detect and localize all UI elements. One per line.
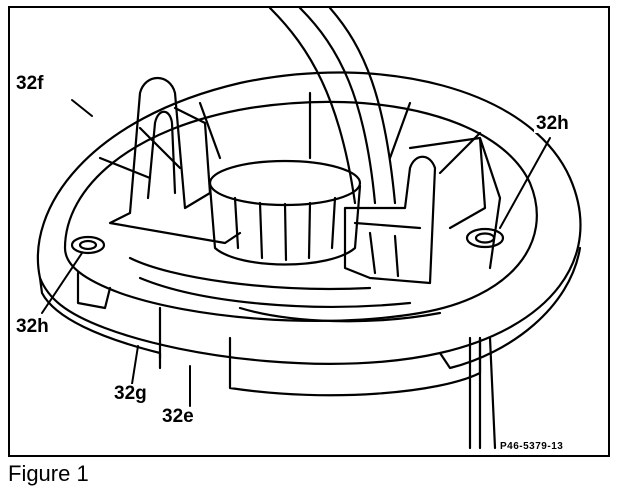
left-clip <box>108 77 242 245</box>
right-bracket <box>408 136 502 270</box>
left-hole-outer <box>70 235 106 255</box>
inner-flange <box>63 100 538 323</box>
callout-32g: 32g <box>112 383 149 404</box>
left-hole-inner <box>78 239 98 251</box>
figure-reference-code: P46-5379-13 <box>500 441 564 452</box>
callout-32f: 32f <box>14 73 46 94</box>
radial-ribs <box>98 91 482 180</box>
callout-32h-left: 32h <box>14 316 51 337</box>
wire-harness <box>268 8 397 205</box>
central-well-body <box>208 184 362 266</box>
groove-3 <box>238 306 442 323</box>
outlet-lines <box>468 336 497 450</box>
flange-skirt <box>38 246 582 370</box>
connector-block <box>343 155 437 285</box>
leader-32h-left <box>41 252 83 314</box>
leader-32h-right <box>499 137 551 229</box>
figure-caption: Figure 1 <box>8 461 89 486</box>
right-hole-outer <box>465 227 505 249</box>
groove-1 <box>128 256 372 291</box>
callout-32h-right: 32h <box>534 113 571 134</box>
central-well-rim <box>208 159 362 207</box>
well-ribs <box>233 196 337 262</box>
figure-frame: 32f 32h 32h 32g 32e P46-5379-13 <box>8 6 610 457</box>
groove-2 <box>138 276 412 308</box>
leader-32g <box>131 345 139 385</box>
right-hole-inner <box>474 232 496 244</box>
leader-32f <box>71 99 93 117</box>
callout-32e: 32e <box>160 406 196 427</box>
fuel-pump-module-drawing <box>36 8 582 450</box>
lower-skirt <box>76 271 482 397</box>
outer-flange <box>36 71 582 365</box>
